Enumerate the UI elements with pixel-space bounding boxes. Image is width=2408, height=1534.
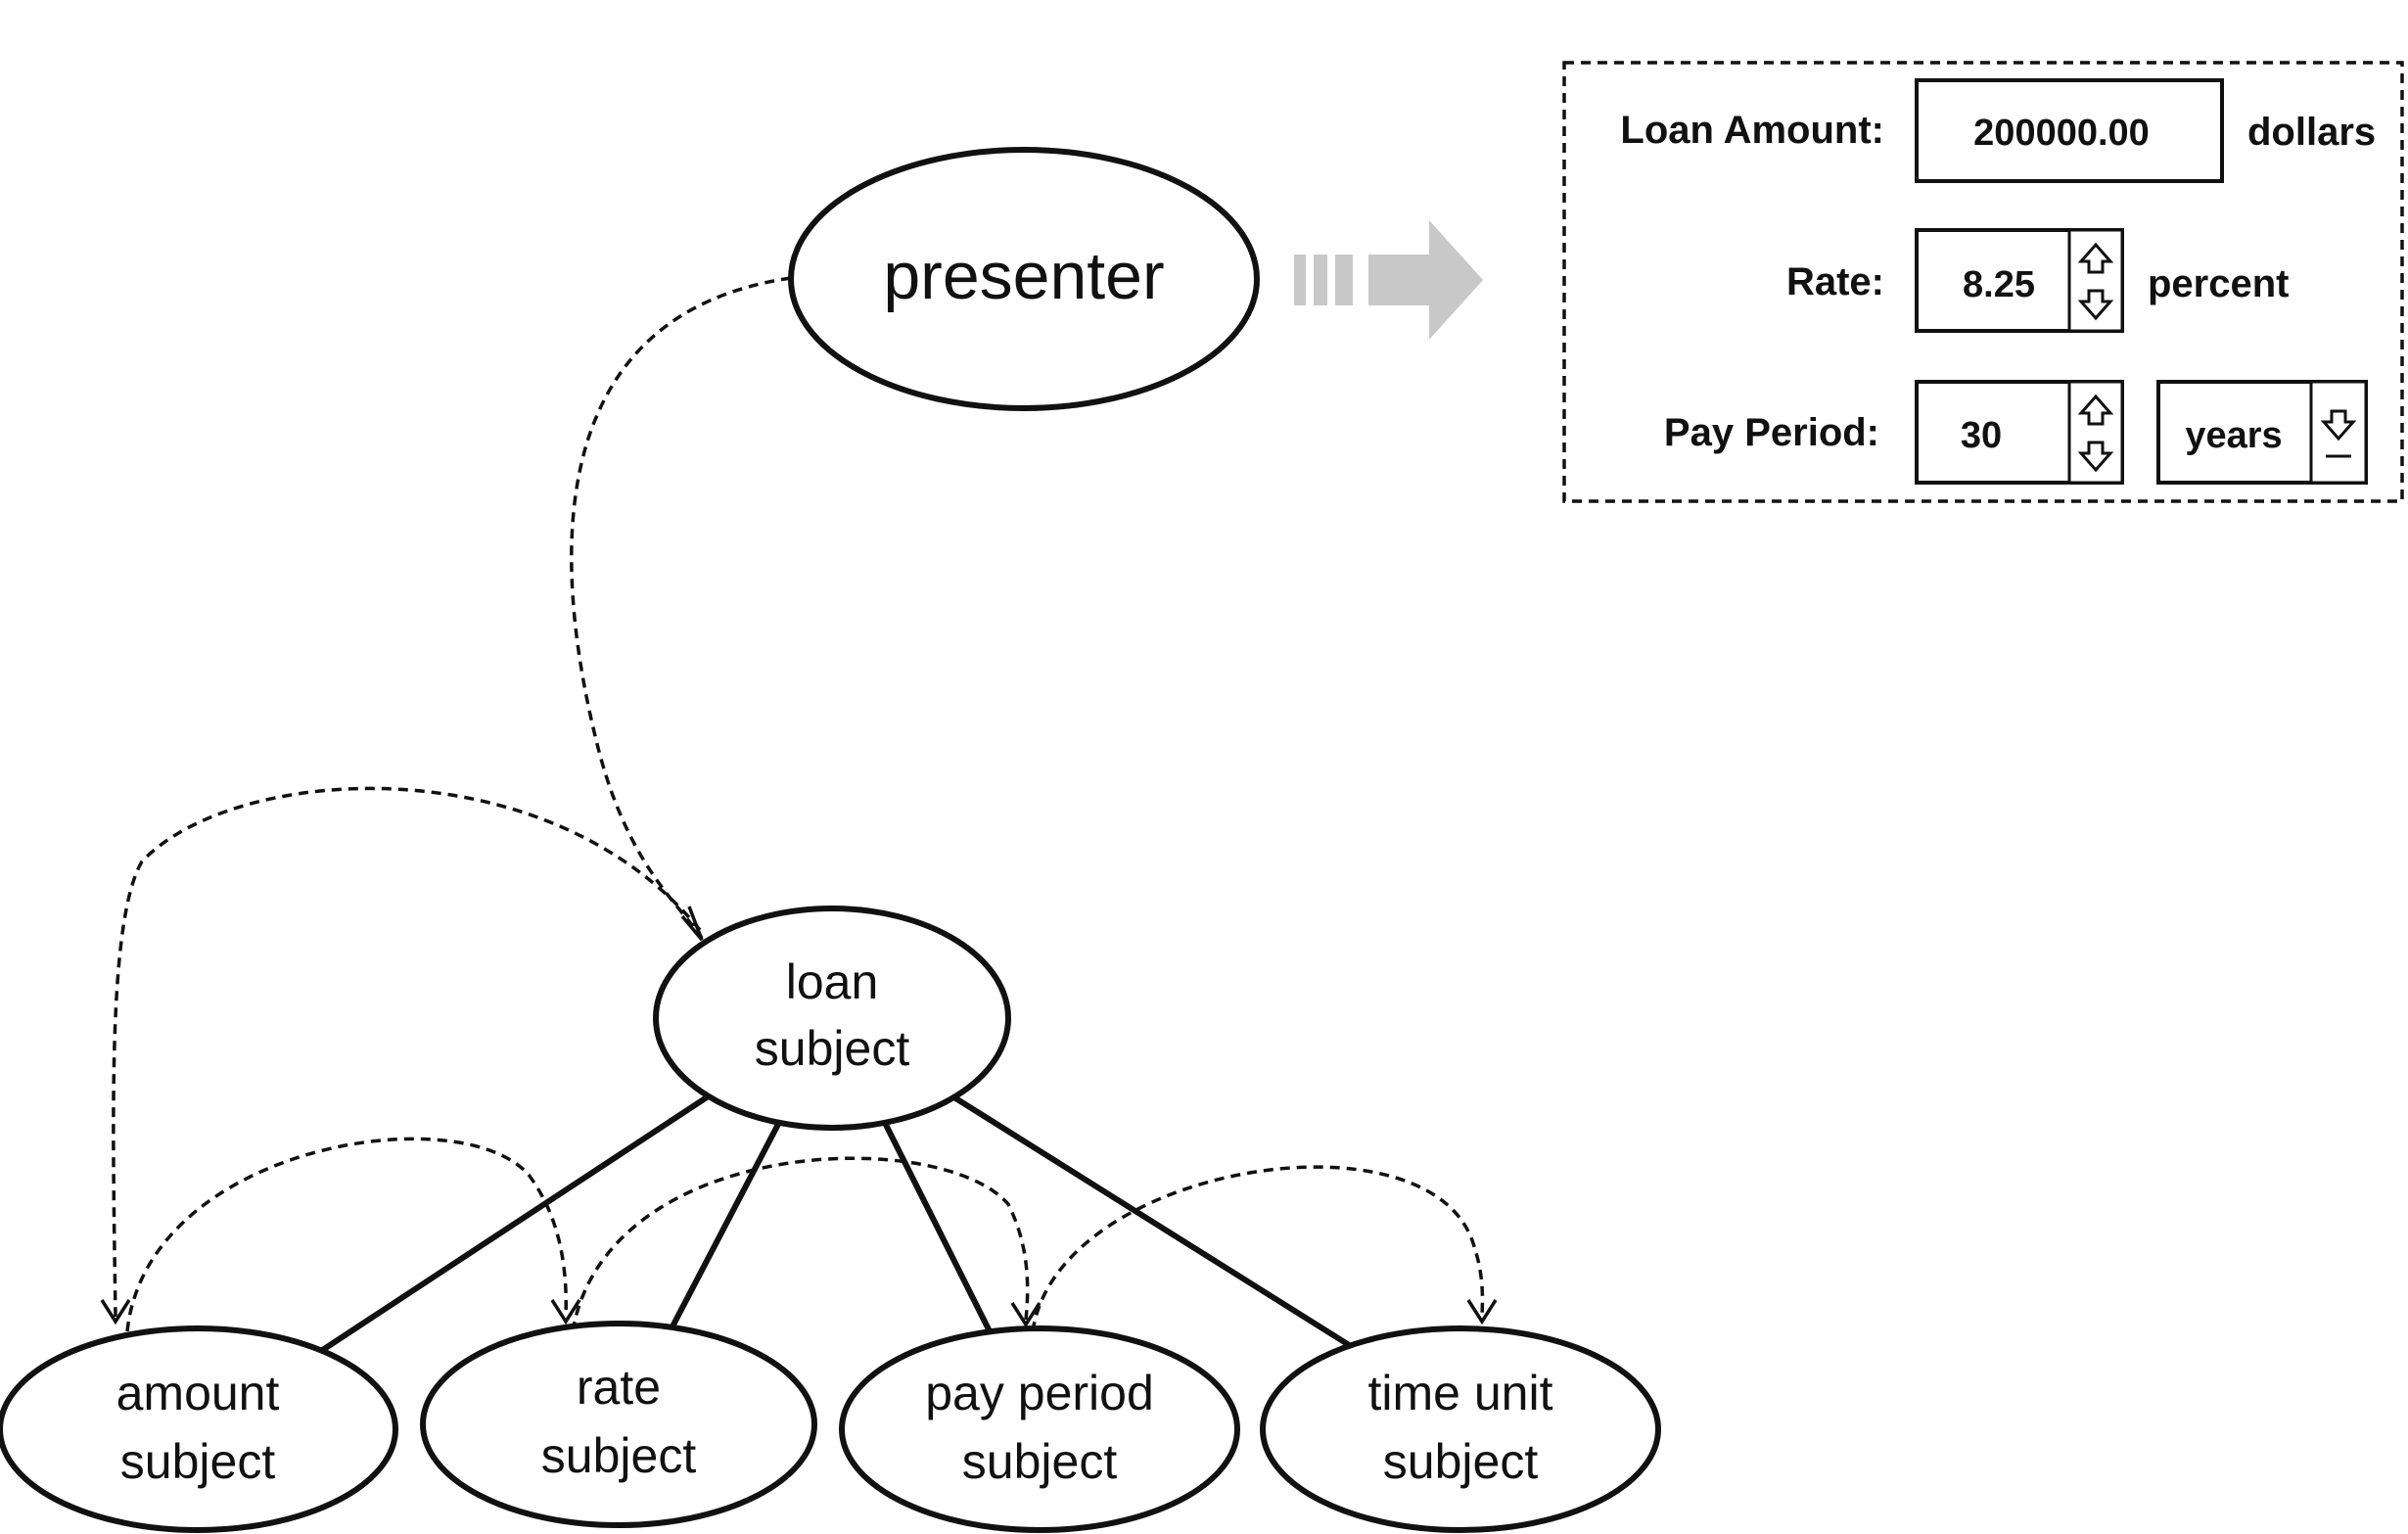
rate-subject-node: rate subject — [420, 1321, 817, 1528]
arrowhead-loan — [680, 906, 704, 942]
rate-down-arrow-icon[interactable] — [2077, 289, 2114, 321]
pay-period-down-arrow-icon[interactable] — [2077, 441, 2114, 473]
loan-subject-line1: loan — [786, 954, 879, 1009]
arrow-heads — [100, 906, 1498, 1328]
arrowhead-rate — [550, 1299, 581, 1325]
time-unit-select-value: years — [2185, 415, 2282, 456]
arrow-rate-to-payperiod — [571, 1156, 1030, 1332]
render-arrow-icon — [1294, 220, 1483, 340]
loan-amount-label: Loan Amount: — [1620, 109, 1884, 152]
arrowhead-amount — [100, 1299, 131, 1325]
pay-period-up-arrow-icon[interactable] — [2077, 394, 2114, 426]
rate-up-arrow-icon[interactable] — [2077, 242, 2114, 274]
dependency-arrows — [112, 276, 1485, 1332]
time-unit-select[interactable]: years — [2156, 380, 2368, 485]
pay-period-subject-line1: pay period — [925, 1366, 1154, 1420]
edge-loan-rate — [669, 1109, 788, 1330]
pay-period-stepper[interactable] — [2067, 380, 2124, 485]
edge-loan-amount — [316, 1091, 715, 1356]
dropdown-arrow-icon[interactable] — [2309, 380, 2368, 485]
edge-loan-timeunit — [948, 1092, 1356, 1351]
arrowhead-payperiod — [1010, 1302, 1042, 1328]
pay-period-subject-line2: subject — [962, 1434, 1118, 1489]
pay-period-label: Pay Period: — [1664, 411, 1879, 454]
time-unit-subject-line1: time unit — [1368, 1366, 1553, 1420]
amount-subject-line1: amount — [116, 1366, 280, 1420]
loan-subject-line2: subject — [755, 1021, 910, 1076]
loan-amount-unit: dollars — [2247, 111, 2376, 154]
loan-form-panel: Loan Amount: 200000.00 dollars Rate: 8.2… — [1562, 61, 2404, 503]
arrow-payperiod-to-timeunit — [1031, 1165, 1485, 1332]
pay-period-value: 30 — [1961, 415, 2002, 456]
arrowhead-timeunit — [1466, 1299, 1498, 1325]
rate-subject-line1: rate — [577, 1360, 661, 1415]
amount-subject-line2: subject — [120, 1434, 276, 1489]
rate-label: Rate: — [1786, 260, 1884, 303]
edge-loan-payperiod — [876, 1109, 994, 1335]
rate-stepper[interactable] — [2067, 228, 2124, 333]
rate-value: 8.25 — [1963, 264, 2035, 305]
loan-amount-value: 200000.00 — [1973, 113, 2150, 154]
loan-amount-field[interactable]: 200000.00 — [1915, 78, 2224, 183]
time-unit-subject-line2: subject — [1383, 1434, 1539, 1489]
rate-subject-line2: subject — [541, 1428, 697, 1483]
arrow-presenter-to-loan — [570, 276, 792, 940]
amount-subject-node: amount subject — [0, 1325, 398, 1533]
loan-subject-node: loan subject — [653, 906, 1011, 1131]
time-unit-subject-node: time unit subject — [1260, 1325, 1661, 1533]
rate-unit: percent — [2148, 262, 2290, 305]
pay-period-subject-node: pay period subject — [839, 1325, 1240, 1533]
tree-edges — [316, 1091, 1356, 1356]
arrow-amount-to-rate — [125, 1137, 568, 1332]
presenter-label: presenter — [883, 239, 1164, 313]
presenter-node: presenter — [788, 147, 1260, 411]
arrow-loan-to-amount — [112, 786, 702, 1318]
